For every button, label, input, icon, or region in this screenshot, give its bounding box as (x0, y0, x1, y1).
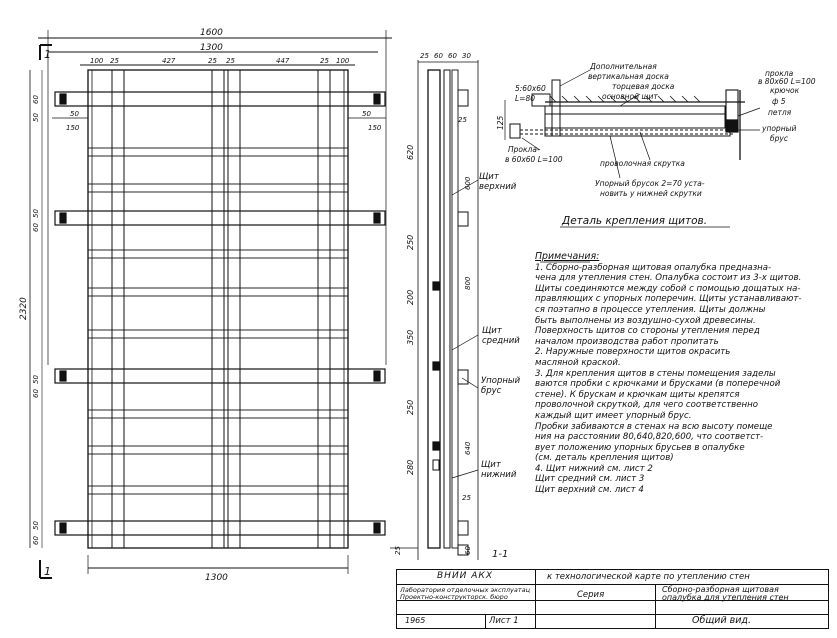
dim-inner-width: 1300 (200, 43, 223, 53)
stamp-to-card: к технологической карте по утеплению сте… (547, 572, 750, 582)
dim-left: 60 (32, 223, 40, 232)
section-top-dim: 30 (462, 52, 471, 60)
section-inner-dim: 640 (464, 441, 472, 455)
stamp-org: ВНИИ АКХ (437, 571, 493, 581)
dim-spacing-top: 25 (110, 57, 119, 65)
notes-heading: Примечания: (535, 251, 600, 262)
section-inner-dim: 25 (458, 116, 467, 124)
section-dim: 250 (406, 400, 415, 415)
detail-hook: крючок (770, 86, 800, 95)
section-top-dim: 25 (420, 52, 429, 60)
stamp-series: Серия (577, 590, 605, 600)
dim-overall-height: 2320 (19, 297, 29, 320)
dim-bottom-width: 1300 (205, 573, 228, 583)
dim-spacing-top: 25 (320, 57, 329, 65)
section-top-dim: 60 (434, 52, 443, 60)
notes-block: Примечания: 1. Сборно-разборная щитовая … (535, 251, 835, 496)
dim-left: 50 (32, 113, 40, 122)
dim-spacing-top: 25 (208, 57, 217, 65)
note-item: 1. Сборно-разборная щитовая опалубка пре… (535, 262, 802, 347)
dim-spacing-top: 427 (162, 57, 176, 65)
stamp-sheet: Лист 1 (489, 616, 519, 626)
section-inner-dim: 60 (464, 546, 472, 555)
note-item: 4. Щит нижний см. лист 2 Щит средний см.… (535, 463, 653, 496)
detail-main-shield: основной щит (602, 92, 658, 101)
detail-dim-125: 125 (496, 115, 505, 130)
section-dim: 620 (406, 145, 415, 160)
dim-left: 50 (32, 521, 40, 530)
section-inner-dim: 600 (464, 176, 472, 190)
detail-gasket-right: прокла (765, 69, 794, 78)
dim-left: 60 (32, 95, 40, 104)
detail-title: Деталь крепления щитов. (561, 215, 707, 227)
dim-edge-50: 50 (362, 110, 371, 118)
detail-gasket: Прокла- (508, 145, 540, 154)
stamp-title-1: Сборно-разборная щитовая (662, 585, 779, 594)
detail-wire-twist: проволочная скрутка (600, 159, 685, 168)
label-top-shield: Щит верхний (479, 172, 517, 192)
dim-left: 50 (32, 375, 40, 384)
dim-edge-50: 50 (70, 110, 79, 118)
detail-bar-size: 5:60x60 (515, 84, 546, 93)
section-top-dim: 60 (448, 52, 457, 60)
section-mark: 1 (44, 48, 51, 61)
dim-left: 60 (32, 389, 40, 398)
dim-spacing-top: 25 (226, 57, 235, 65)
stamp-roles-2: Проектно-конструкторск. бюро (400, 593, 508, 601)
title-block: ВНИИ АКХ к технологической карте по утеп… (396, 569, 829, 629)
section-label: 1-1 (492, 549, 508, 560)
detail-extra-board: Дополнительная (589, 62, 657, 71)
label-bottom-shield: Щит нижний (481, 460, 517, 480)
label-stop-bar: Упорный брус (481, 376, 521, 396)
detail-phi: ф 5 (772, 97, 786, 106)
detail-drawing (504, 69, 761, 179)
dim-spacing-top: 100 (90, 57, 104, 65)
dim-spacing-top: 447 (276, 57, 290, 65)
note-item: 2. Наружные поверхности щитов окрасить м… (535, 347, 731, 368)
stamp-year: 1965 (405, 616, 426, 625)
dim-overall-width: 1600 (200, 28, 223, 38)
stamp-roles-1: Лаборатория отделочных эксплуатац (400, 586, 531, 594)
label-middle-shield: Щит средний (482, 326, 520, 346)
detail-vertical-board: вертикальная доска (588, 72, 669, 81)
detail-gasket-size: в 60х60 L=100 (505, 155, 563, 164)
note-item: 3. Для крепления щитов в стены помещения… (535, 368, 781, 464)
stamp-title-2: опалубка для утепления стен (662, 593, 789, 602)
section-inner-dim: 800 (464, 276, 472, 290)
detail-bar-len: L=80 (515, 94, 535, 103)
section-dim: 200 (406, 290, 415, 305)
detail-end-board: торцевая доска (612, 82, 675, 91)
section-dim: 280 (406, 460, 415, 475)
stamp-view: Общий вид. (692, 615, 752, 626)
detail-gasket-right-size: в 80х60 L=100 (758, 77, 816, 86)
detail-stop-right: упорный (761, 124, 797, 133)
section-view (390, 60, 479, 560)
detail-stop-right-2: брус (770, 134, 789, 143)
dim-left: 60 (32, 536, 40, 545)
section-dim: 250 (406, 235, 415, 250)
dim-spacing-top: 100 (336, 57, 350, 65)
detail-stop-bar-1: Упорный брусок 2=70 уста- (595, 179, 705, 188)
dim-left: 50 (32, 209, 40, 218)
dim-edge-150: 150 (66, 124, 80, 132)
section-dim: 350 (406, 330, 415, 345)
section-bottom-dim: 25 (394, 546, 402, 555)
detail-stop-bar-2: новить у нижней скрутки (600, 189, 702, 198)
front-view (29, 30, 392, 579)
section-inner-dim: 25 (462, 494, 471, 502)
section-mark-bottom: 1 (44, 565, 51, 578)
detail-loop: петля (768, 108, 792, 117)
dim-edge-150: 150 (368, 124, 382, 132)
